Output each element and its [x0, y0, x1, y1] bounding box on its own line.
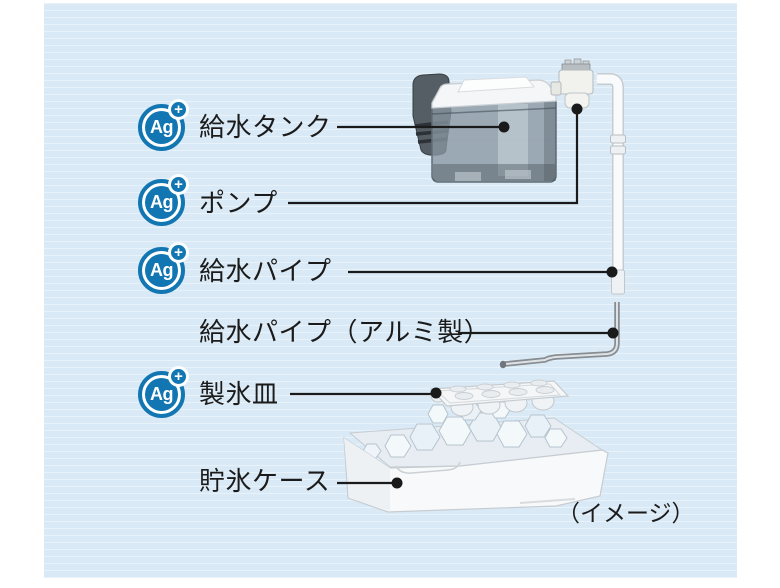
- water-pipe-illustration: [597, 73, 626, 295]
- ice-case-illustration: [343, 401, 609, 513]
- ag-ion-badge-tray: Ag +: [138, 366, 189, 418]
- leader-dot-tank: [498, 121, 510, 133]
- leader-dot-pipe-aluminum: [607, 327, 619, 339]
- image-caption: （イメージ）: [557, 500, 695, 526]
- pump-illustration: [550, 58, 594, 109]
- leader-line-pump: [288, 111, 579, 205]
- label-pump: ポンプ: [199, 188, 278, 218]
- leader-dot-case: [391, 477, 403, 489]
- ag-badge-plus-icon: +: [168, 242, 189, 263]
- ag-badge-plus-icon: +: [168, 366, 189, 387]
- label-water-tank: 給水タンク: [199, 112, 332, 142]
- leader-dot-tray: [430, 387, 442, 399]
- ag-badge-plus-icon: +: [168, 174, 189, 195]
- ag-ion-badge-pipe: Ag +: [138, 242, 189, 294]
- leader-dot-pump: [571, 103, 583, 115]
- leader-lines: [288, 103, 619, 489]
- label-water-pipe-aluminum: 給水パイプ（アルミ製）: [199, 317, 491, 347]
- ice-cubes: [362, 401, 568, 459]
- ag-badge-plus-icon: +: [168, 99, 189, 120]
- ag-ion-badge-tank: Ag +: [138, 99, 189, 151]
- ag-badge-symbol: Ag: [145, 186, 178, 219]
- aluminum-pipe-illustration: [499, 302, 620, 369]
- ag-badge-symbol: Ag: [145, 254, 178, 287]
- label-ice-case: 貯氷ケース: [199, 466, 331, 496]
- water-tank-illustration: [412, 73, 557, 183]
- ice-tray-illustration: [429, 379, 570, 417]
- leader-dot-pipe: [606, 266, 618, 278]
- ag-ion-badge-pump: Ag +: [138, 174, 189, 226]
- label-ice-tray: 製氷皿: [199, 379, 279, 409]
- label-water-pipe: 給水パイプ: [199, 256, 332, 286]
